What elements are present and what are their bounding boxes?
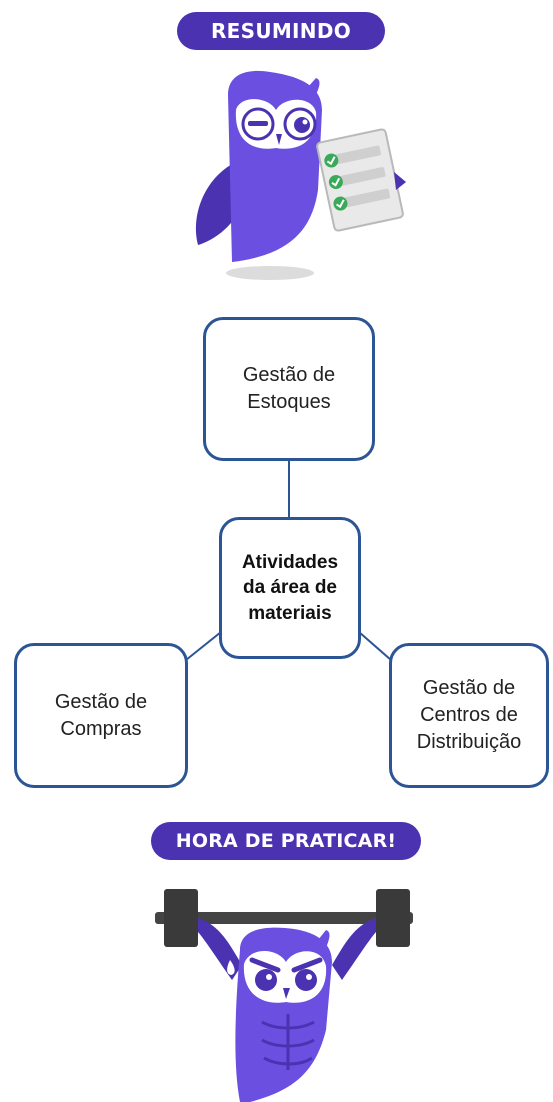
hora-de-praticar-banner: HORA DE PRATICAR! [151,822,421,860]
node-gestao-de-centros-de-distribuicao: Gestão de Centros de Distribuição [389,643,549,788]
hora-de-praticar-banner-label: HORA DE PRATICAR! [175,830,397,852]
node-gestao-de-centros-label: Gestão de Centros de Distribuição [416,677,522,753]
connector-centros [358,631,392,661]
resumindo-banner-label: RESUMINDO [210,19,352,43]
resumindo-banner: RESUMINDO [177,12,385,50]
node-gestao-de-compras-label: Gestão de Compras [54,690,148,740]
connector-compras [185,631,222,661]
node-gestao-de-estoques-label: Gestão de Estoques [242,364,336,413]
owl-with-checklist-icon [195,70,406,280]
node-atividades-area-materiais: Atividades da área de materiais [219,517,361,659]
node-gestao-de-compras: Gestão de Compras [14,643,188,788]
node-gestao-de-estoques: Gestão de Estoques [203,317,375,461]
node-atividades-label: Atividades da área de materiais [241,551,339,624]
